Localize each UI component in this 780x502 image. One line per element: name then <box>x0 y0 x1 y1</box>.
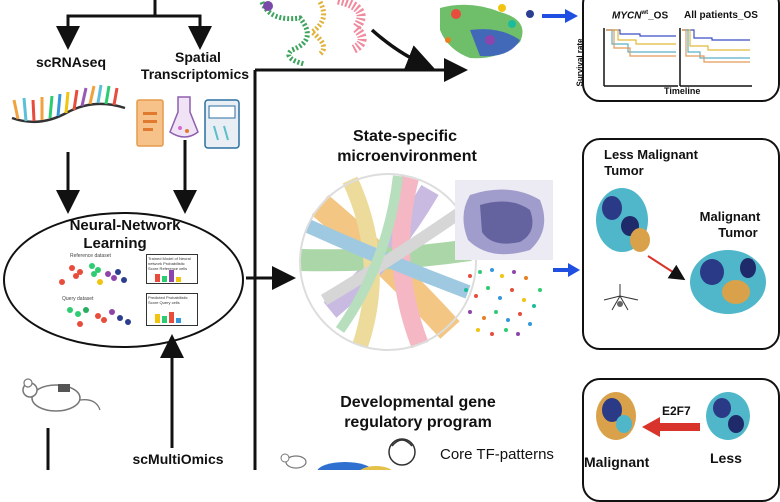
grn-title-line2: regulatory program <box>344 414 492 431</box>
query-dataset-label: Query dataset <box>62 296 94 302</box>
nn-title-line1: Neural-Network <box>69 217 181 234</box>
less-malignant-line1: Less Malignant <box>604 147 698 162</box>
e2f7-illustration <box>596 392 750 440</box>
spatial-label-line2: Transcriptomics <box>140 66 250 82</box>
nn-title-line2: Learning <box>83 235 147 252</box>
survival-panel <box>582 0 780 102</box>
survival-plot1-title: MYCNwt_OS <box>612 10 668 21</box>
survival-plot1-suffix: _OS <box>648 10 669 22</box>
chord-diagram <box>298 172 478 352</box>
survival-plot1-gene: MYCN <box>612 10 642 22</box>
rna-strand-icon <box>11 84 126 124</box>
scmultiomics-label: scMultiOmics <box>132 451 224 467</box>
core-tf-label: Core TF-patterns <box>440 446 554 463</box>
e2f7-label: E2F7 <box>662 404 691 418</box>
spatial-embedding-image <box>259 0 367 67</box>
spatial-dots-image <box>464 268 542 336</box>
mouse-icon <box>22 378 101 412</box>
survival-plot1-sup: wt <box>641 10 649 16</box>
scrnaseq-label: scRNAseq <box>35 54 107 70</box>
survival-curves <box>603 28 752 87</box>
reference-dataset-label: Reference dataset <box>70 253 111 259</box>
grn-title-line1: Developmental gene <box>340 394 496 411</box>
less-malignant-line2: Tumor <box>604 163 644 178</box>
neural-network-ellipse <box>3 212 244 348</box>
grn-icons <box>280 438 416 470</box>
micro-title-line1: State-specific <box>352 128 458 145</box>
umap-embedding-image <box>440 4 534 59</box>
bottom-less-label: Less <box>710 450 742 466</box>
nn-cluster-dots <box>59 263 181 327</box>
flow-lines <box>46 0 580 470</box>
survival-plot2-title: All patients_OS <box>684 10 758 21</box>
bottom-malignant-label: Malignant <box>584 454 650 470</box>
spatial-label-line1: Spatial <box>175 49 221 65</box>
spatial-instrument-icon <box>136 96 240 149</box>
predicted-box: Predicted Probabilistic Score Query cell… <box>146 293 198 326</box>
tumor-illustration <box>596 188 766 314</box>
malignant-tumor-line2: Tumor <box>718 225 758 240</box>
micro-title-line2: microenvironment <box>337 148 477 165</box>
malignant-tumor-line1: Malignant <box>699 209 761 224</box>
survival-xlabel: Timeline <box>664 86 701 96</box>
tissue-image <box>455 180 553 260</box>
